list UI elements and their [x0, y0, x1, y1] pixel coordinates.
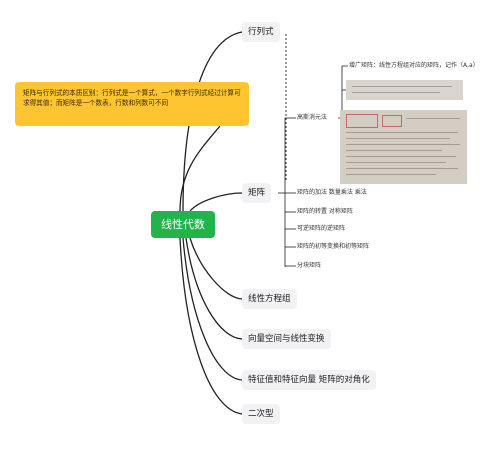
branch-quadratic[interactable]: 二次型: [242, 404, 280, 424]
branch-eigen[interactable]: 特征值和特征向量 矩阵的对角化: [242, 370, 376, 390]
photo-attachment-1[interactable]: [346, 80, 463, 100]
edge-callout: [179, 125, 221, 212]
edge-vector-space: [185, 237, 243, 340]
matrix-child-ops[interactable]: 矩阵的加法 数量乘法 乘法: [297, 189, 367, 196]
branch-vector-space[interactable]: 向量空间与线性变换: [242, 329, 331, 349]
edge-linear-equations: [189, 237, 243, 300]
branch-matrix[interactable]: 矩阵: [242, 183, 272, 203]
matrix-child-inverse[interactable]: 可逆矩阵的逆矩阵: [297, 225, 346, 232]
gauss-child-augmented[interactable]: 增广矩阵：线性方程组对应的矩阵，记作（A,a）: [349, 62, 479, 69]
edge-eigen: [182, 237, 243, 381]
matrix-child-elementary[interactable]: 矩阵的初等变换和初等矩阵: [297, 243, 370, 250]
matrix-child-gauss[interactable]: 高斯消元法: [297, 114, 328, 121]
matrix-child-block[interactable]: 分块矩阵: [297, 262, 322, 269]
matrix-child-transpose[interactable]: 矩阵的转置 对称矩阵: [297, 208, 353, 215]
branch-determinant[interactable]: 行列式: [242, 22, 280, 42]
edge-matrix: [189, 192, 243, 212]
photo-attachment-2[interactable]: [340, 110, 467, 184]
root-node[interactable]: 线性代数: [151, 211, 215, 238]
branch-linear-equations[interactable]: 线性方程组: [242, 289, 297, 309]
edge-quadratic: [179, 237, 243, 415]
callout-note[interactable]: 矩阵与行列式的本质区别：行列式是一个算式，一个数字行列式经过计算可求得其值；而矩…: [15, 82, 249, 126]
